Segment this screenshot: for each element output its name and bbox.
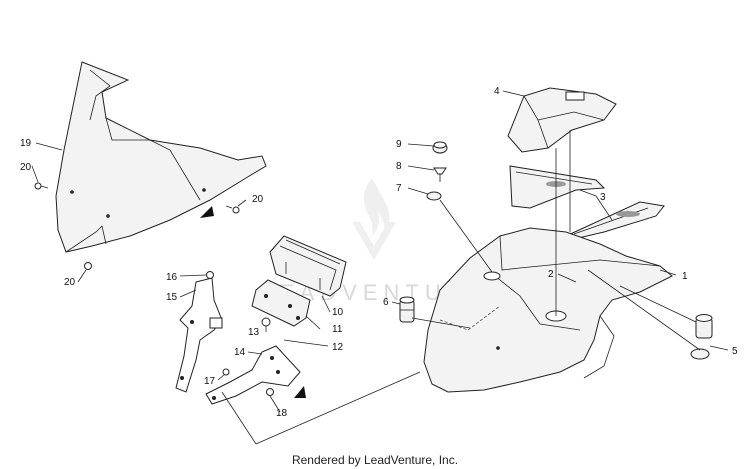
windshield [55, 61, 267, 253]
callout-2: 2 [548, 269, 554, 280]
nut-18 [266, 388, 274, 396]
arrow-marker-bracket [294, 386, 306, 398]
callout-labels: 19 20 20 20 16 15 14 17 13 18 10 11 12 6… [20, 86, 738, 419]
nut-windshield-bottom [84, 262, 92, 270]
callout-15: 15 [166, 292, 178, 303]
callout-20-bottom: 20 [64, 277, 76, 288]
lower-bracket [205, 345, 301, 405]
screw-8 [433, 167, 447, 182]
callout-12: 12 [332, 342, 344, 353]
switch-5 [690, 314, 713, 360]
callout-11: 11 [332, 324, 343, 335]
switch-6 [399, 296, 415, 323]
gauge-cluster [269, 235, 347, 297]
screw-windshield-left [34, 182, 49, 190]
screw-windshield-right [225, 205, 240, 214]
callout-7: 7 [396, 183, 402, 194]
arrow-marker-windshield [200, 206, 214, 218]
callout-13: 13 [248, 327, 260, 338]
leader-lines [31, 90, 729, 445]
bolt-16 [206, 271, 214, 279]
callout-20-left: 20 [20, 162, 32, 173]
watermark-logo [352, 178, 396, 260]
callout-20-right: 20 [252, 194, 264, 205]
callout-1: 1 [682, 271, 688, 282]
callout-9: 9 [396, 139, 402, 150]
hood-main [423, 227, 673, 393]
footer-credit: Rendered by LeadVenture, Inc. [292, 453, 458, 467]
callout-6: 6 [383, 297, 389, 308]
trim-panel-upper [509, 165, 606, 209]
callout-4: 4 [494, 86, 500, 97]
callout-5: 5 [732, 346, 738, 357]
grommet-7 [426, 191, 442, 201]
screw-13 [261, 317, 271, 327]
callout-10: 10 [332, 307, 344, 318]
callout-14: 14 [234, 347, 246, 358]
trim-panel-lower [565, 201, 665, 241]
knob-9 [432, 141, 448, 154]
gauge-bracket [251, 279, 311, 327]
screw-17 [222, 368, 230, 376]
pin-12 [283, 339, 299, 343]
callout-18: 18 [276, 408, 288, 419]
callout-17: 17 [204, 376, 216, 387]
callout-16: 16 [166, 272, 178, 283]
callout-3: 3 [600, 192, 606, 203]
mount-bracket-left [175, 277, 223, 393]
callout-19: 19 [20, 138, 32, 149]
gauge-pod-cover [507, 87, 617, 153]
callout-8: 8 [396, 161, 402, 172]
